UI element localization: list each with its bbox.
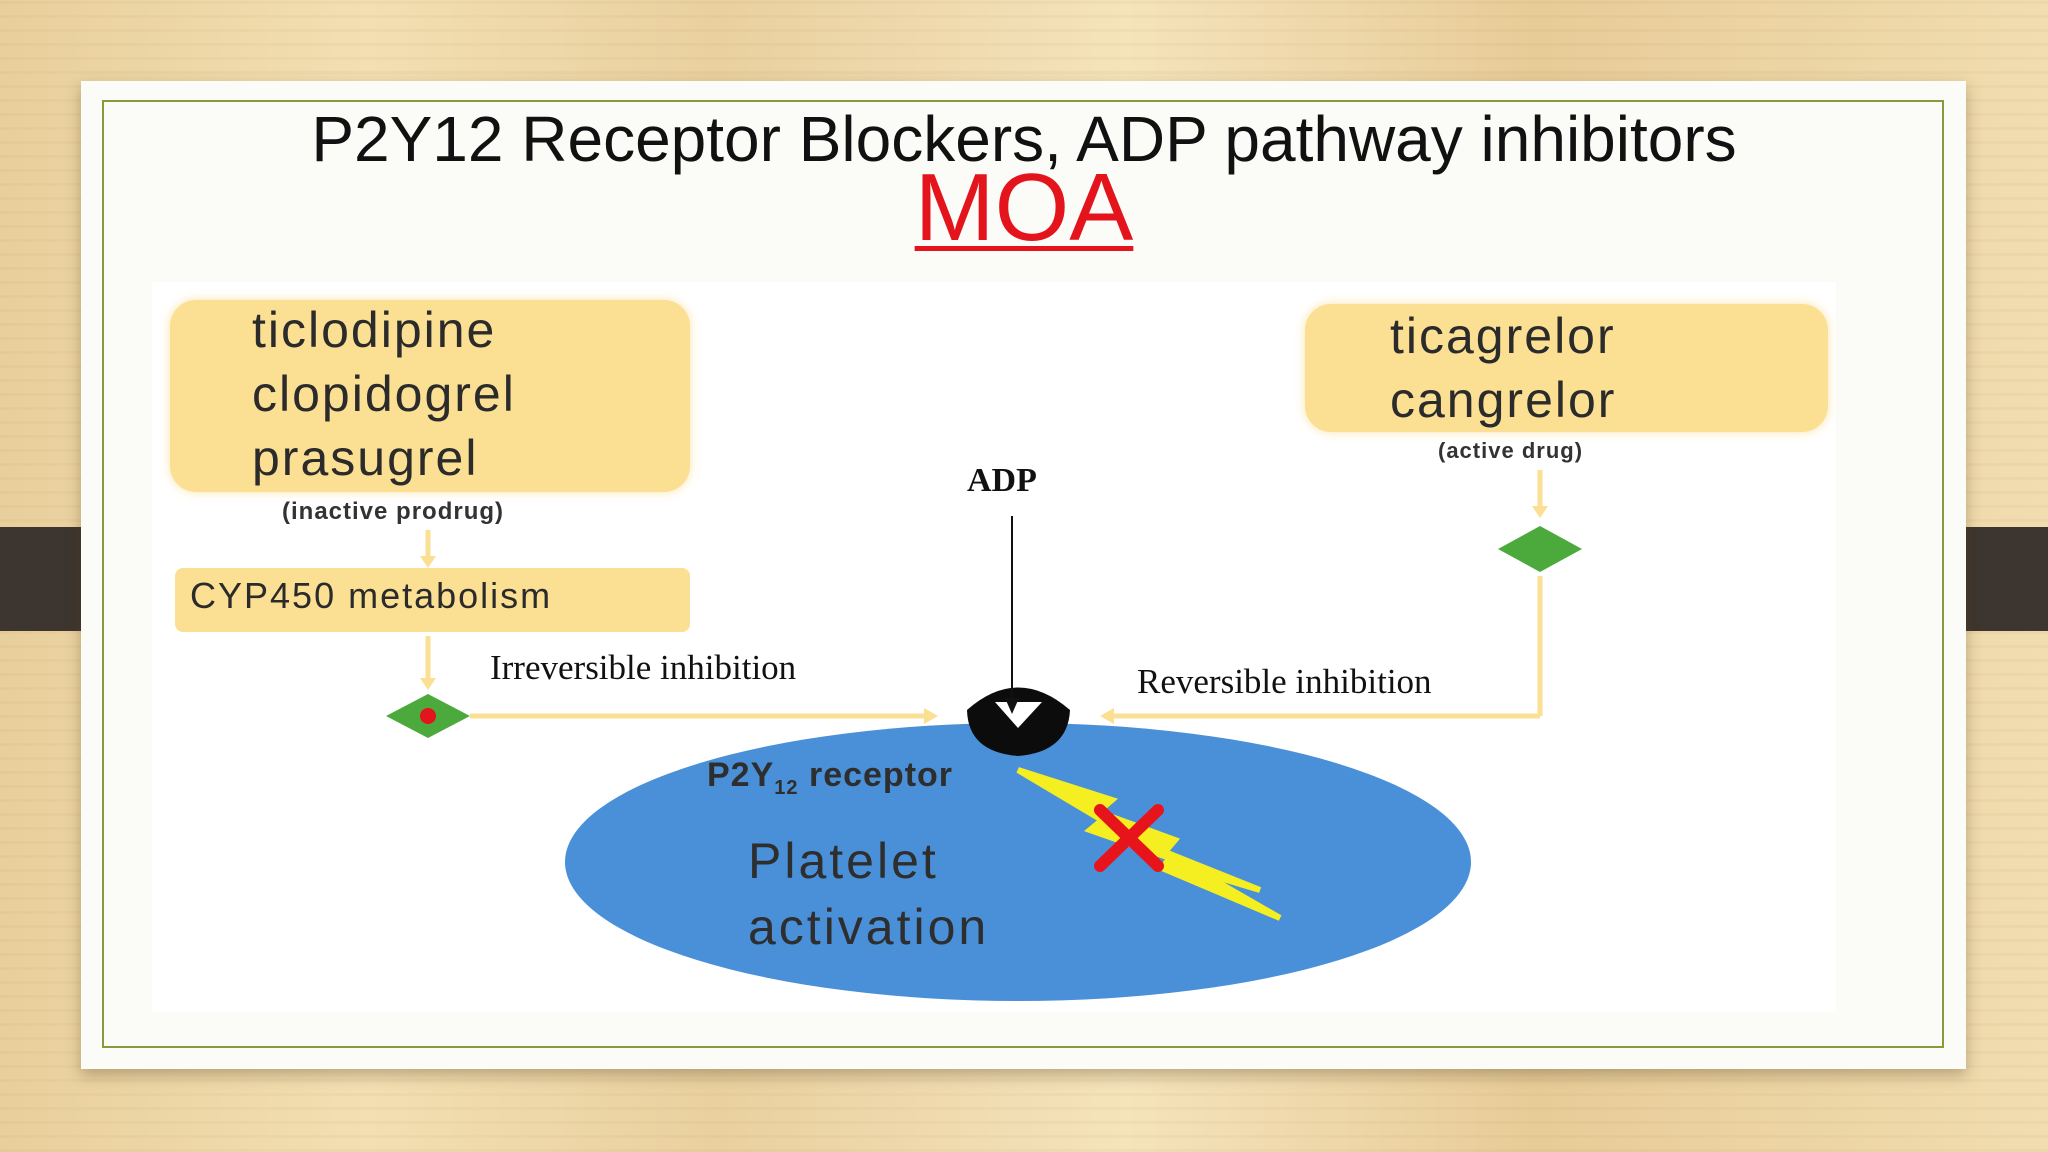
receptor-subscript: 12 xyxy=(774,776,799,799)
receptor-label: P2Y12 receptor xyxy=(707,756,953,800)
prodrug-diamond-dot xyxy=(420,708,436,724)
prodrug-name: clopidogrel xyxy=(252,366,516,422)
platelet-cell xyxy=(565,723,1471,1001)
cell-label: Platelet activation xyxy=(748,828,989,960)
cell-label-line1: Platelet xyxy=(748,833,939,889)
prodrug-name: prasugrel xyxy=(252,430,479,486)
irreversible-label: Irreversible inhibition xyxy=(490,648,797,687)
slide-frame xyxy=(102,100,1944,1048)
left-arrow-head-3 xyxy=(924,708,938,724)
right-arrow-head-1 xyxy=(1532,506,1548,518)
receptor-prefix: P2Y xyxy=(707,756,775,794)
receptor-suffix: receptor xyxy=(798,756,954,794)
active-drug-note: (active drug) xyxy=(1438,438,1584,463)
adp-arrow-head xyxy=(1005,698,1019,714)
left-pathway xyxy=(425,530,930,719)
metabolism-label: CYP450 metabolism xyxy=(190,575,553,616)
active-drug-box xyxy=(1305,304,1828,432)
active-drug-diamond xyxy=(1498,526,1582,572)
active-drug-list: ticagrelor cangrelor xyxy=(1390,304,1616,432)
active-drug-name: cangrelor xyxy=(1390,372,1617,428)
prodrug-box xyxy=(170,300,690,492)
prodrug-name: ticlodipine xyxy=(252,302,497,358)
reversible-label: Reversible inhibition xyxy=(1137,662,1432,701)
adp-label: ADP xyxy=(967,462,1037,499)
left-arrow-head-2 xyxy=(420,678,436,690)
prodrug-note: (inactive prodrug) xyxy=(282,498,505,525)
metabolism-box xyxy=(175,568,690,632)
active-drug-name: ticagrelor xyxy=(1390,308,1616,364)
block-x-mark xyxy=(1094,804,1164,872)
receptor-notch xyxy=(995,702,1042,728)
left-arrow-head-1 xyxy=(420,556,436,568)
cell-label-line2: activation xyxy=(748,899,990,955)
right-pathway xyxy=(1110,470,1543,719)
prodrug-list: ticlodipine clopidogrel prasugrel xyxy=(252,298,516,490)
slide-title: P2Y12 Receptor Blockers, ADP pathway inh… xyxy=(311,103,1737,175)
slide-subtitle: MOA xyxy=(914,154,1134,261)
right-arrow-head-2 xyxy=(1100,708,1114,724)
